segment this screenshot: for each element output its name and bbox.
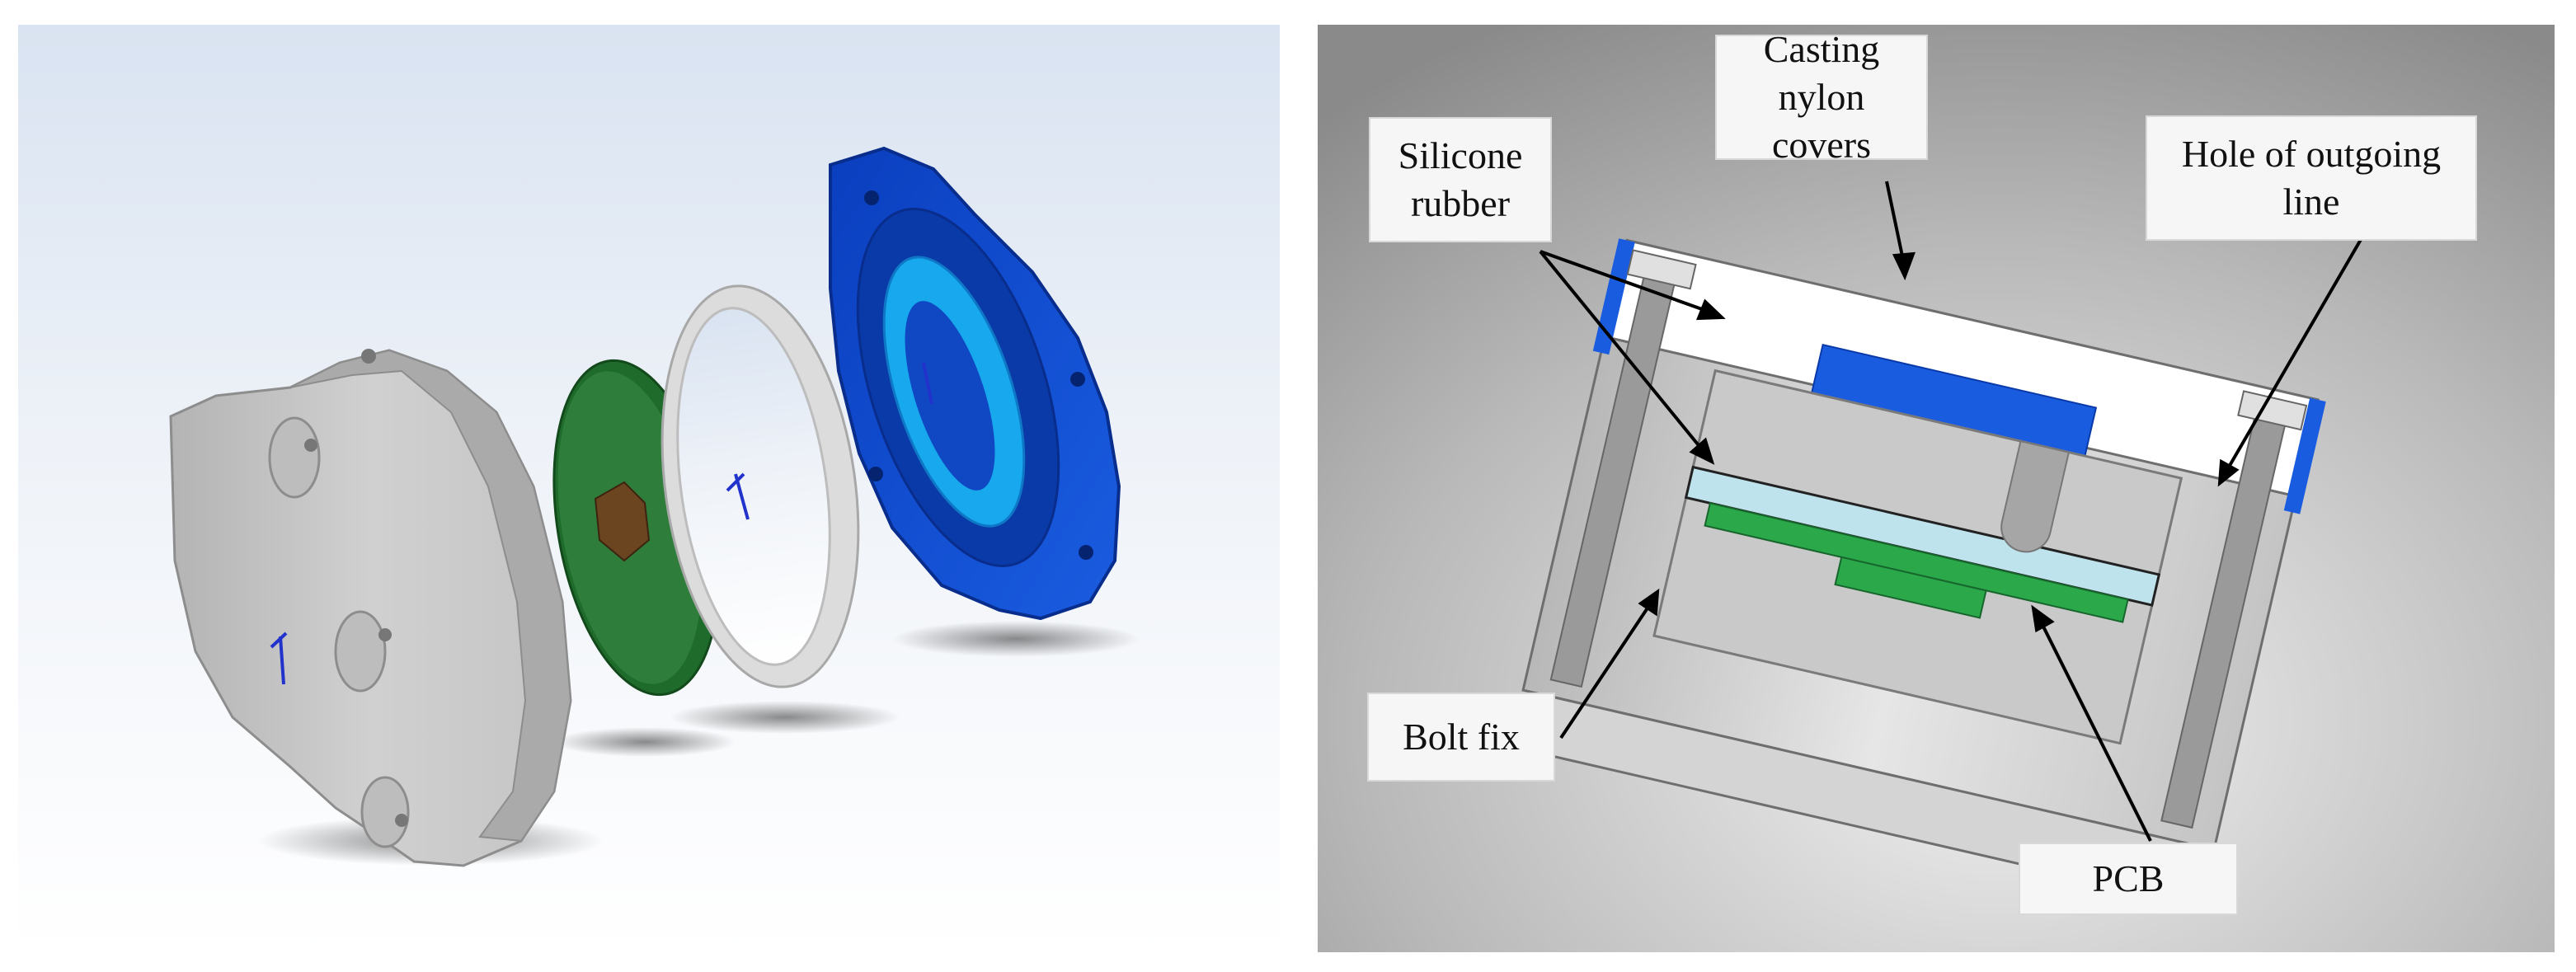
gray-housing [169, 349, 572, 867]
cross-section-panel: Casting nylon covers Silicone rubber Hol… [1318, 25, 2555, 952]
exploded-view-panel [18, 25, 1280, 952]
label-pcb: PCB [2019, 843, 2238, 915]
gasket-ring [660, 284, 860, 688]
label-silicone-rubber: Silicone rubber [1369, 117, 1552, 242]
label-bolt-fix: Bolt fix [1367, 693, 1555, 782]
label-hole-of-outgoing-line: Hole of outgoing line [2146, 115, 2477, 241]
shadow [554, 727, 736, 757]
exploded-view-drawing [18, 25, 1280, 952]
blue-cover [829, 146, 1121, 621]
shadow [670, 701, 900, 734]
label-casting-nylon-covers: Casting nylon covers [1715, 28, 1928, 166]
leader-arrows [1539, 181, 2367, 842]
shadow [892, 621, 1140, 657]
